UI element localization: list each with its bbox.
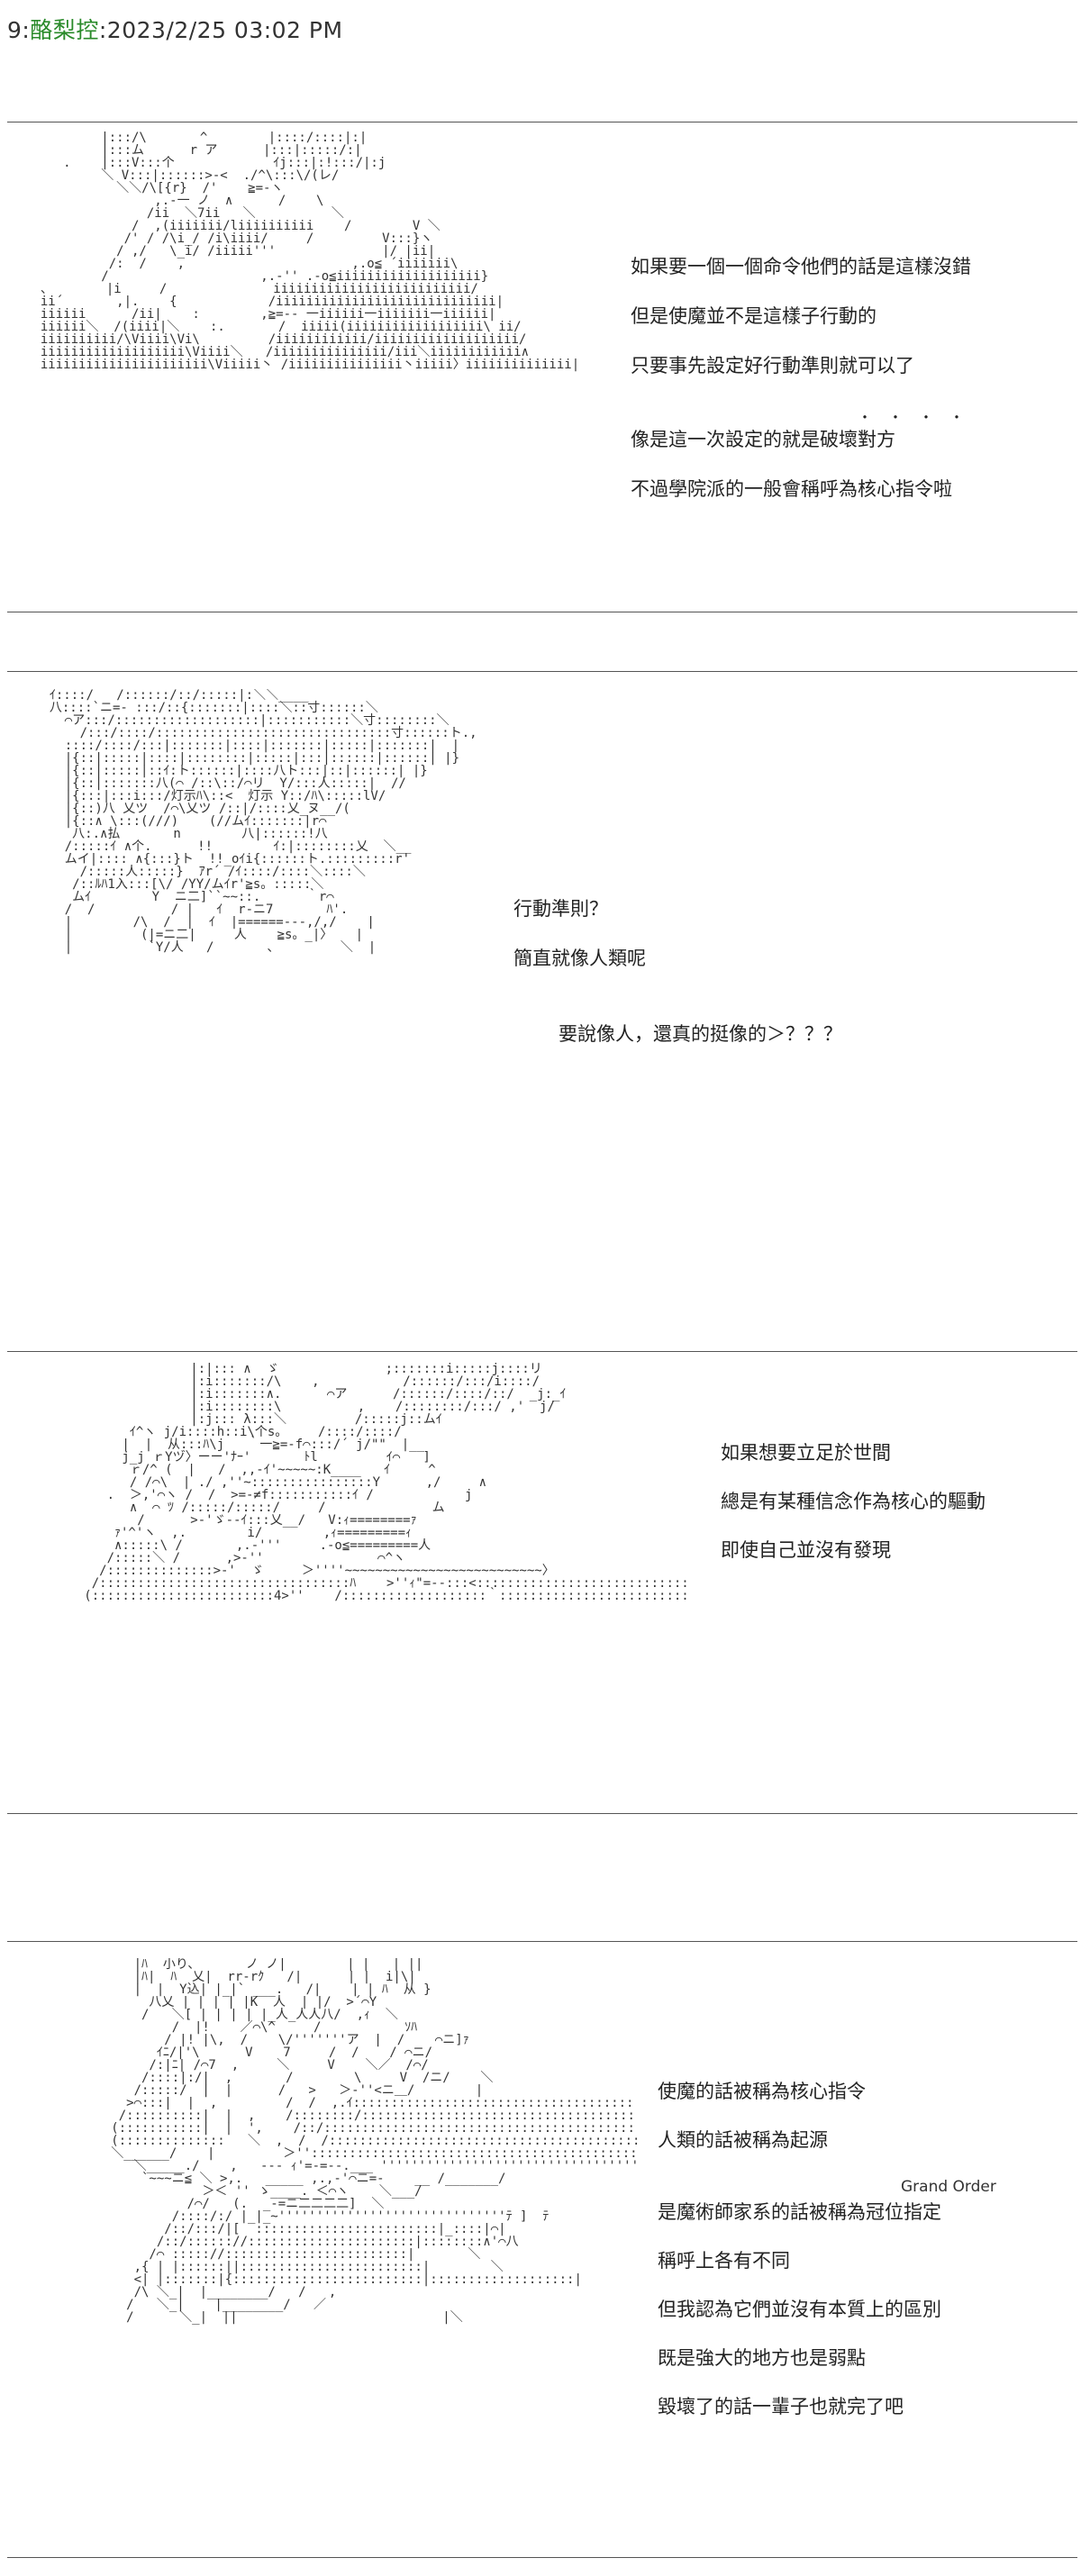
panel-4-line-4: 稱呼上各有不同 (658, 2250, 790, 2272)
panel-2-area: ｲ::::/ /::::::/::/:::::|:＼＼____ 八::::`ニ=… (7, 671, 1077, 1338)
panel-2-line-3: 要說像人，還真的挺像的＞？？？ (559, 1023, 842, 1045)
panel-4-line-3: 是魔術師家系的話被稱為冠位指定 (658, 2201, 941, 2223)
ascii-art-3: |:|::: ∧ ゞ ;:::::::i:::::j::::リ |:i:::::… (84, 1363, 692, 1603)
ascii-art-4: |ﾊ 小り、 ノ ノ| | | | || |ﾊ| ﾊ 乂| rr-rｸ /| |… (111, 1958, 638, 2325)
panel-4-line-6: 既是強大的地方也是弱點 (658, 2347, 866, 2369)
ascii-art-2: ｲ::::/ /::::::/::/:::::|:＼＼____ 八::::`ニ=… (49, 689, 477, 955)
panel-4-line-5: 但我認為它們並沒有本質上的區別 (658, 2299, 941, 2320)
panel-2 (7, 671, 1077, 672)
panel-3: |:|::: ∧ ゞ ;:::::::i:::::j::::リ |:i:::::… (7, 1351, 1077, 1814)
post-timestamp: :2023/2/25 03:02 PM (98, 17, 343, 43)
panel-3-line-3: 即使自己並沒有發現 (721, 1539, 891, 1561)
panel-1-line-5: 不過學院派的一般會稱呼為核心指令啦 (631, 478, 952, 500)
separator: : (22, 17, 31, 43)
panel-4-line-7: 毀壞了的話一輩子也就完了吧 (658, 2396, 904, 2417)
ruby-annotation: Grand Order (901, 2178, 996, 2196)
panel-1: |:::/\ ^ |::::/::::|:| |:::ム r ア |:::|::… (7, 122, 1077, 612)
post-header: 9:酪梨控:2023/2/25 03:02 PM (7, 13, 343, 45)
ascii-art-1: |:::/\ ^ |::::/::::|:| |:::ム r ア |:::|::… (40, 132, 580, 372)
author-name[interactable]: 酪梨控 (30, 17, 99, 43)
post-index: 9 (7, 17, 23, 43)
panel-2-line-2: 簡直就像人類呢 (513, 948, 646, 969)
panel-4: |ﾊ 小り、 ノ ノ| | | | || |ﾊ| ﾊ 乂| rr-rｸ /| |… (7, 1941, 1077, 2558)
panel-1-line-4: 像是這一次設定的就是破壞對方 (631, 429, 895, 450)
panel-1-line-1: 如果要一個一個命令他們的話是這樣沒錯 (631, 256, 971, 277)
panel-3-line-2: 總是有某種信念作為核心的驅動 (721, 1491, 986, 1512)
panel-4-line-2: 人類的話被稱為起源 (658, 2129, 828, 2151)
panel-1-line-3: 只要事先設定好行動準則就可以了 (631, 355, 914, 376)
panel-2-line-1: 行動準則？ (513, 898, 608, 920)
panel-1-line-2: 但是使魔並不是這樣子行動的 (631, 305, 877, 327)
emphasis-dots: ・・・・ (858, 409, 981, 426)
panel-4-line-1: 使魔的話被稱為核心指令 (658, 2081, 866, 2102)
panel-3-line-1: 如果想要立足於世間 (721, 1442, 891, 1464)
